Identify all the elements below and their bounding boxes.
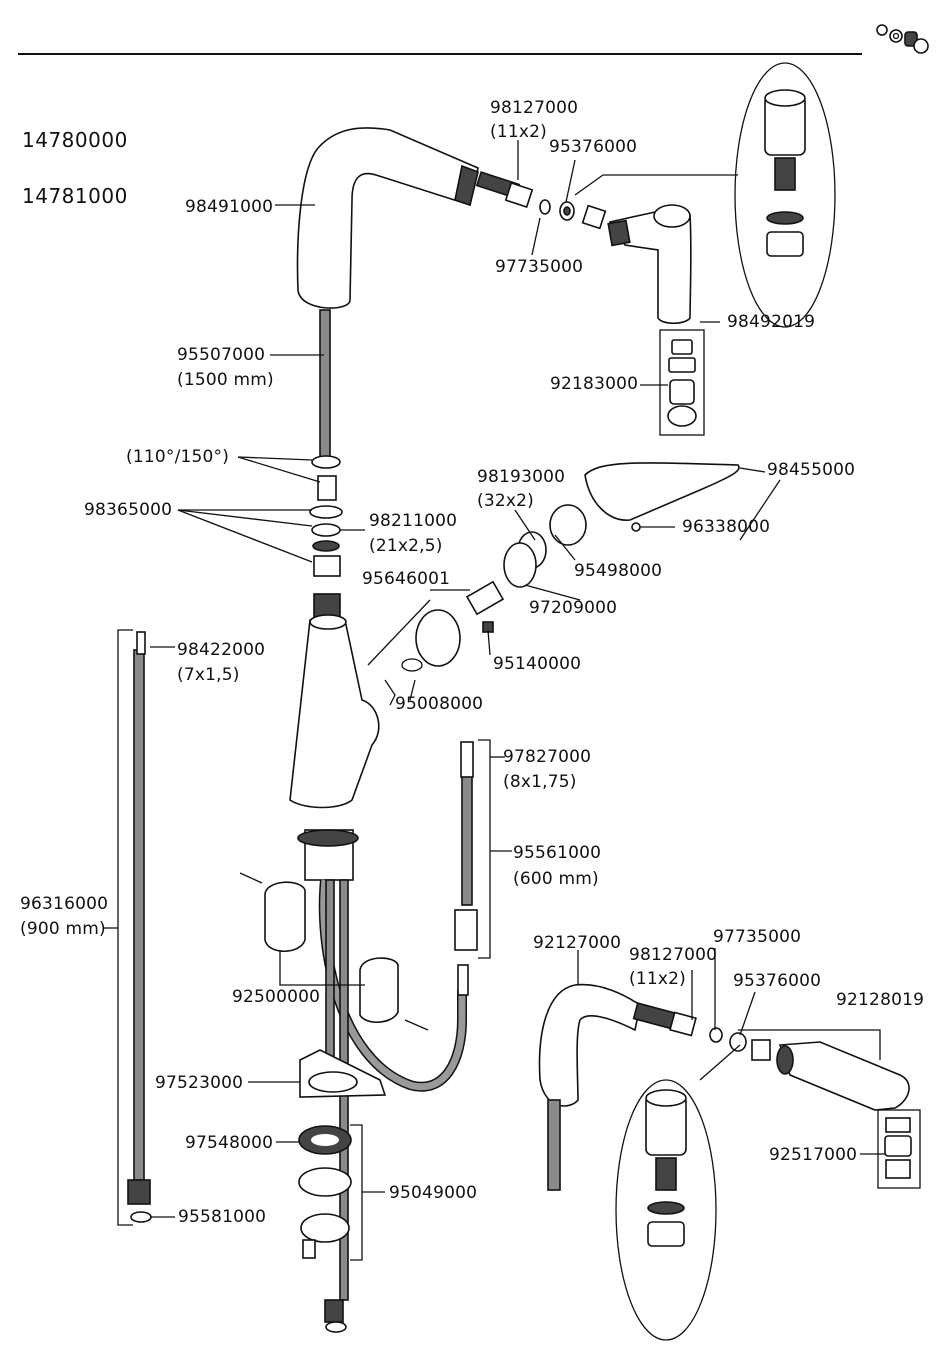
faucet-body [289,614,380,881]
part-label: 96338000 [682,517,771,537]
part-label: 98211000 [369,511,458,531]
part-label: 95008000 [395,694,484,714]
hose-95561000 [461,774,473,906]
part-label: (11x2) [490,122,547,142]
part-label: 95376000 [549,137,638,157]
part-label: 97209000 [529,598,618,618]
part-label: 97827000 [503,747,592,767]
part-label: 95561000 [513,843,602,863]
part-label: (11x2) [629,969,686,989]
part-label: 92517000 [769,1145,858,1165]
part-label: (600 mm) [513,869,599,889]
part-label: 92128019 [836,990,925,1010]
washers-95049000 [298,1125,352,1333]
part-label: 95646001 [362,569,451,589]
part-label: 98491000 [185,197,274,217]
aerator-parts-bottom [884,1117,912,1179]
model-number-1: 14780000 [22,128,128,152]
base-plate-97523000 [299,1049,387,1098]
part-label: 92127000 [533,933,622,953]
part-label: 95140000 [493,654,582,674]
detail-parts-bottom [645,1089,687,1247]
mounting-clips-92500000 [239,872,429,1031]
spout-connector-parts [475,171,607,230]
spout-98491000 [296,127,479,309]
part-label: 98127000 [490,98,579,118]
spout-92127000 [538,983,771,1191]
part-label: 98193000 [477,467,566,487]
aerator-parts-top [667,339,697,427]
small-parts-icon [876,24,929,54]
detail-oval-top [734,62,836,328]
part-label: 96316000 [20,894,109,914]
part-label: 98127000 [629,945,718,965]
part-label: 95498000 [574,561,663,581]
part-label: 98422000 [177,640,266,660]
lever-handle-98455000 [584,462,740,532]
detail-oval-bottom [615,1079,717,1341]
part-label: (1500 mm) [177,370,274,390]
part-label: 97735000 [713,927,802,947]
part-label: (32x2) [477,491,534,511]
spray-head-92128019 [776,1041,910,1111]
part-label: 97548000 [185,1133,274,1153]
part-label: 92500000 [232,987,321,1007]
part-label: 98455000 [767,460,856,480]
detail-parts-top [764,89,806,257]
clip-ring-stack [309,455,343,635]
part-label: (7x1,5) [177,665,240,685]
part-label: (110°/150°) [126,447,230,467]
parts-box-92517000 [877,1109,921,1189]
part-label: 97523000 [155,1073,244,1093]
spray-head-98492019 [607,204,692,325]
part-label: 92183000 [550,374,639,394]
hose-96316000 [133,649,145,1181]
part-label: (21x2,5) [369,536,443,556]
part-label: 95507000 [177,345,266,365]
model-number-2: 14781000 [22,184,128,208]
leader-lines [104,140,885,1218]
part-label: 98365000 [84,500,173,520]
part-label: 97735000 [495,257,584,277]
parts-box-92183000 [659,329,705,436]
part-label: 95376000 [733,971,822,991]
part-label: (900 mm) [20,919,106,939]
part-label: 95581000 [178,1207,267,1227]
part-label: 95049000 [389,1183,478,1203]
part-label: (8x1,75) [503,772,577,792]
part-label: 98492019 [727,312,816,332]
hose-95507000 [319,309,331,461]
